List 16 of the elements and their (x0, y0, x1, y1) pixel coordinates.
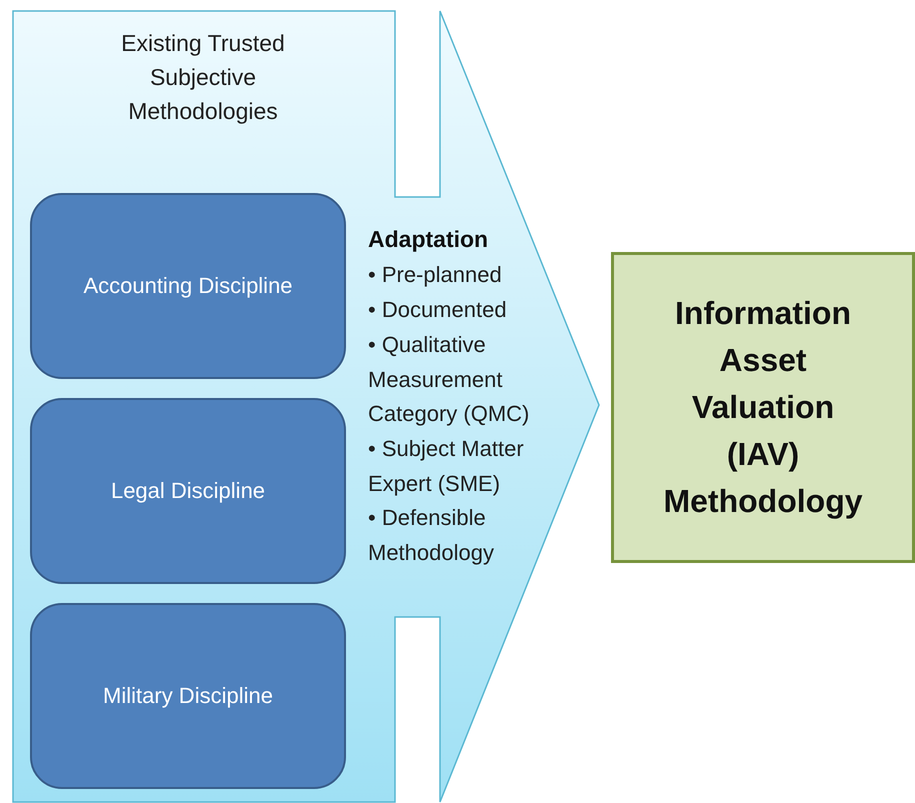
list-item: • Qualitative Measurement Category (QMC) (368, 331, 530, 428)
box-label: Military Discipline (103, 683, 273, 709)
list-item: • Subject Matter Expert (SME) (368, 435, 525, 498)
list-item: • Documented (368, 296, 508, 324)
block-arrow (12, 10, 600, 803)
box-label: Information Asset Valuation (IAV) Methodology (662, 294, 864, 521)
list-item: • Defensible Methodology (368, 504, 495, 567)
discipline-box (30, 603, 346, 789)
discipline-box (30, 398, 346, 584)
discipline-box (30, 193, 346, 379)
heading-text: Existing Trusted Subjective Methodologies (120, 29, 286, 126)
box-label: Legal Discipline (110, 478, 266, 504)
list-item: • Pre-planned (368, 261, 503, 289)
list-heading: Adaptation (368, 225, 488, 254)
box-label: Accounting Discipline (83, 273, 293, 299)
result-box (611, 252, 915, 563)
